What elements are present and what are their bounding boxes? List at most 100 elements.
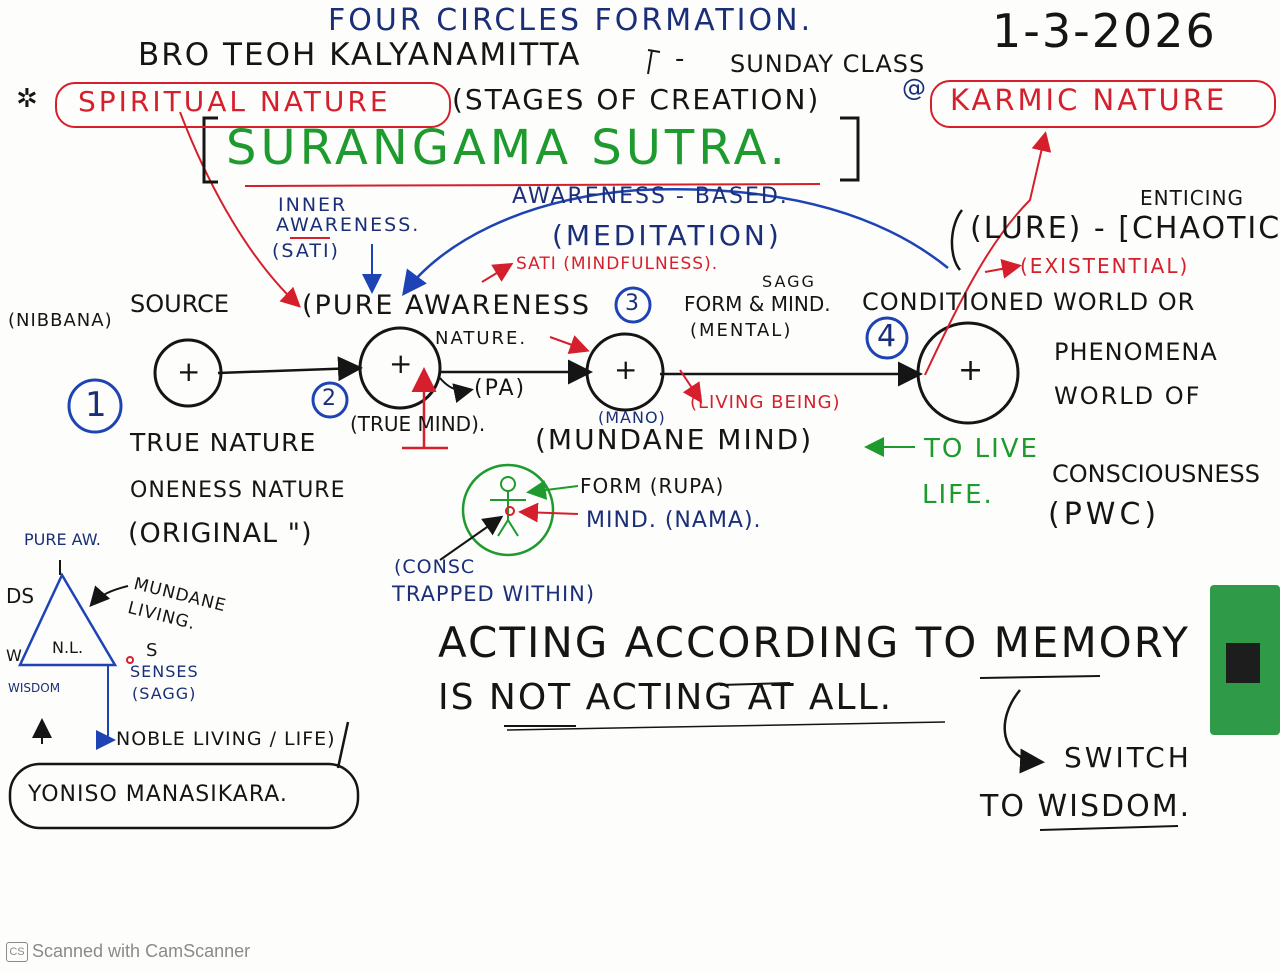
switch-arrow xyxy=(1003,689,1045,774)
header-dash: - xyxy=(675,44,685,74)
sati-mindfulness-arrow xyxy=(481,262,514,283)
sutra-underline xyxy=(244,183,821,187)
lure-to-karmic-arrow xyxy=(924,131,1052,376)
meditation: (MEDITATION) xyxy=(552,219,782,252)
title: FOUR CIRCLES FORMATION. xyxy=(328,3,814,38)
life-label: LIFE. xyxy=(922,480,994,510)
mind-arrow xyxy=(518,502,579,523)
circle-1 xyxy=(153,338,223,408)
noble-living-label: NOBLE LIVING / LIFE) xyxy=(116,728,336,750)
oneness-label: ONENESS NATURE xyxy=(130,478,346,503)
karmic-nature-box xyxy=(930,80,1276,128)
mind-nama-label: MIND. (NAMA). xyxy=(586,508,762,533)
wisdom-small: WISDOM xyxy=(8,681,61,695)
at-mark: @ xyxy=(902,74,926,102)
acting-line-1: ACTING ACCORDING TO MEMORY xyxy=(438,618,1190,667)
mano-label: (MANO) xyxy=(598,408,666,427)
nibbana-label: (NIBBANA) xyxy=(8,310,113,331)
teacher-name: BRO TEOH KALYANAMITTA xyxy=(138,37,582,73)
mental-label: (MENTAL) xyxy=(690,320,793,341)
w-label: W xyxy=(6,646,22,665)
number-badge-3 xyxy=(614,286,652,324)
star-mark: ✲ xyxy=(16,84,38,114)
pure-awareness: (PURE AWARENESS xyxy=(302,290,592,321)
wisdom-underline xyxy=(1039,825,1179,831)
according-underline xyxy=(719,682,791,686)
memory-underline xyxy=(506,721,946,731)
yoniso-box xyxy=(8,762,360,830)
existential-arrow xyxy=(984,259,1022,279)
circle-1-sign: + xyxy=(177,355,201,388)
awareness-based: AWARENESS - BASED. xyxy=(512,184,789,209)
lure-left-paren xyxy=(950,209,964,271)
nl-label: N.L. xyxy=(52,638,84,657)
figure-head xyxy=(500,476,516,492)
inner-label: INNER xyxy=(278,194,348,216)
sunday-class: SUNDAY CLASS xyxy=(730,50,926,78)
circle-4-sign: + xyxy=(958,353,984,388)
pa-label: (PA) xyxy=(474,376,527,401)
meditation-arc xyxy=(402,188,949,297)
spiritual-nature: SPIRITUAL NATURE xyxy=(78,85,391,118)
sagg-label: SAGG xyxy=(762,272,816,291)
scanner-footer: CS Scanned with CamScanner xyxy=(6,941,250,962)
stages-of-creation: (STAGES OF CREATION) xyxy=(452,83,821,116)
number-badge-2 xyxy=(311,381,349,419)
living-being-label: (LIVING BEING) xyxy=(690,392,841,413)
senses-label: SENSES xyxy=(130,662,199,681)
mundane-curve-arrow xyxy=(89,585,129,607)
original-label: (ORIGINAL ") xyxy=(128,518,313,549)
existential: (EXISTENTIAL) xyxy=(1020,254,1190,278)
number-3: 3 xyxy=(625,291,639,316)
number-4: 4 xyxy=(877,319,897,354)
pure-aw-label: PURE AW. xyxy=(24,530,101,549)
circle-2-sign: + xyxy=(389,347,413,380)
true-mind-label: (TRUE MIND). xyxy=(350,412,486,436)
trapped-label: TRAPPED WITHIN) xyxy=(392,582,596,606)
number-2: 2 xyxy=(322,386,336,411)
yoniso-label: YONISO MANASIKARA. xyxy=(28,782,288,807)
sutra-title: SURANGAMA SUTRA. xyxy=(226,120,789,176)
nature-label: NATURE. xyxy=(435,328,528,349)
sutra-bracket-left xyxy=(202,116,218,184)
pa-arrow xyxy=(439,377,474,403)
figure-heart xyxy=(505,506,515,516)
to-live-label: TO LIVE xyxy=(924,434,1039,464)
switch-label: SWITCH xyxy=(1064,741,1192,774)
pwc-label: (PWC) xyxy=(1048,497,1161,532)
world-of-label: WORLD OF xyxy=(1054,382,1202,410)
date: 1-3-2026 xyxy=(992,4,1217,58)
wisdom-triangle xyxy=(18,572,118,667)
to-wisdom-label: TO WISDOM. xyxy=(980,789,1192,824)
scanner-text: Scanned with CamScanner xyxy=(32,941,251,961)
number-badge-1 xyxy=(67,378,123,434)
source-label: SOURCE xyxy=(130,290,230,318)
spiritual-to-pure-arrow xyxy=(179,111,301,308)
true-nature-label: TRUE NATURE xyxy=(130,428,317,457)
spiritual-nature-box xyxy=(55,82,451,128)
karmic-nature: KARMIC NATURE xyxy=(950,83,1228,117)
circle-3 xyxy=(585,332,665,412)
consciousness-label: CONSCIOUSNESS xyxy=(1052,460,1260,488)
nl-dot xyxy=(126,656,134,664)
sutra-bracket-right xyxy=(840,116,860,182)
s-label: S xyxy=(146,640,158,661)
number-badge-4 xyxy=(865,316,909,360)
awareness-label: AWARENESS. xyxy=(276,214,421,236)
enticing: ENTICING xyxy=(1140,186,1245,210)
circle-4 xyxy=(916,321,1020,425)
consc-arrow xyxy=(439,515,504,561)
camscanner-icon: CS xyxy=(6,941,28,962)
memory-word-underline xyxy=(979,675,1101,679)
consc-label: (CONSC xyxy=(394,556,476,578)
circle-3-sign: + xyxy=(614,353,638,386)
form-rupa-label: FORM (RUPA) xyxy=(580,474,725,498)
living-being-arrow xyxy=(679,369,703,404)
main-connector-1-2 xyxy=(217,356,363,382)
lure-chaotic: (LURE) - [CHAOTIC xyxy=(970,211,1280,246)
true-mind-bracket xyxy=(402,372,448,450)
sagg-paren-label: (SAGG) xyxy=(132,684,197,703)
board-clip xyxy=(1210,585,1280,735)
